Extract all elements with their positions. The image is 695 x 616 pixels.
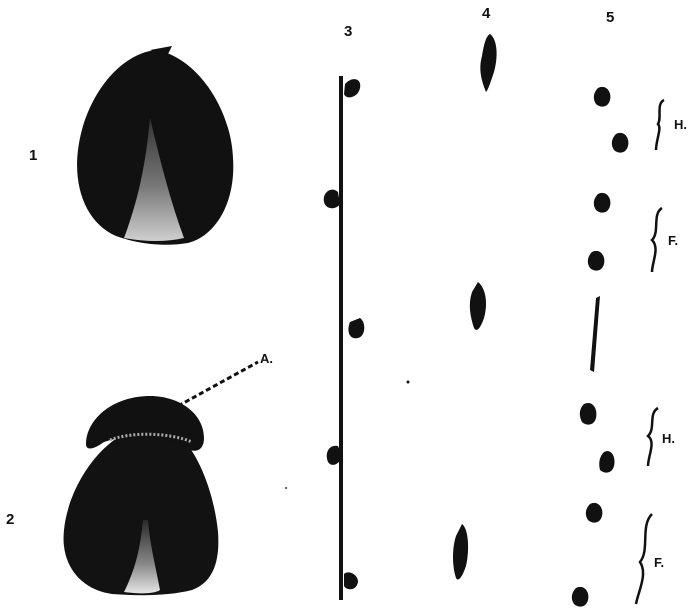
figure-label-4: 4 (482, 6, 490, 21)
mark-5-1 (594, 87, 611, 107)
figure-label-5: 5 (606, 10, 614, 25)
figure-label-1: 1 (29, 148, 37, 163)
bracket-label-4: F. (654, 556, 664, 569)
bracket-label-3: H. (662, 432, 675, 445)
mark-5-2 (612, 133, 629, 153)
rod-3 (339, 76, 343, 600)
mark-5-9 (572, 587, 589, 607)
speck-2 (285, 487, 287, 489)
mark-5-5 (590, 296, 600, 372)
pointer-line-a (178, 362, 258, 406)
bracket-label-1: H. (674, 118, 687, 131)
mark-5-8 (586, 503, 603, 523)
bracket-label-2: F. (668, 234, 678, 247)
nodule-3-3 (348, 318, 364, 338)
mark-5-6 (580, 403, 597, 425)
bracket-1 (656, 100, 664, 150)
bracket-4 (636, 514, 652, 604)
figure-label-3: 3 (344, 24, 352, 39)
mark-5-4 (588, 251, 605, 271)
nodule-3-1 (344, 79, 360, 97)
specimen-figure-5 (572, 87, 629, 607)
mark-5-7 (599, 451, 614, 473)
specimen-figure-3 (324, 76, 365, 600)
bracket-3 (648, 408, 658, 466)
speck-1 (407, 381, 410, 384)
fragment-4-2 (470, 282, 486, 330)
specimen-figure-2 (64, 396, 219, 595)
bracket-2 (652, 208, 662, 272)
specimen-figure-1 (77, 46, 233, 245)
fragment-4-1 (480, 34, 496, 92)
mark-5-3 (594, 193, 611, 213)
specimen-figure-4 (453, 34, 497, 580)
nodule-3-2 (324, 190, 340, 209)
bracket-marks (636, 100, 664, 604)
nodule-3-5 (344, 572, 358, 589)
pointer-label-a: A. (260, 352, 273, 365)
figure-label-2: 2 (6, 512, 14, 527)
fragment-4-3 (453, 524, 468, 580)
